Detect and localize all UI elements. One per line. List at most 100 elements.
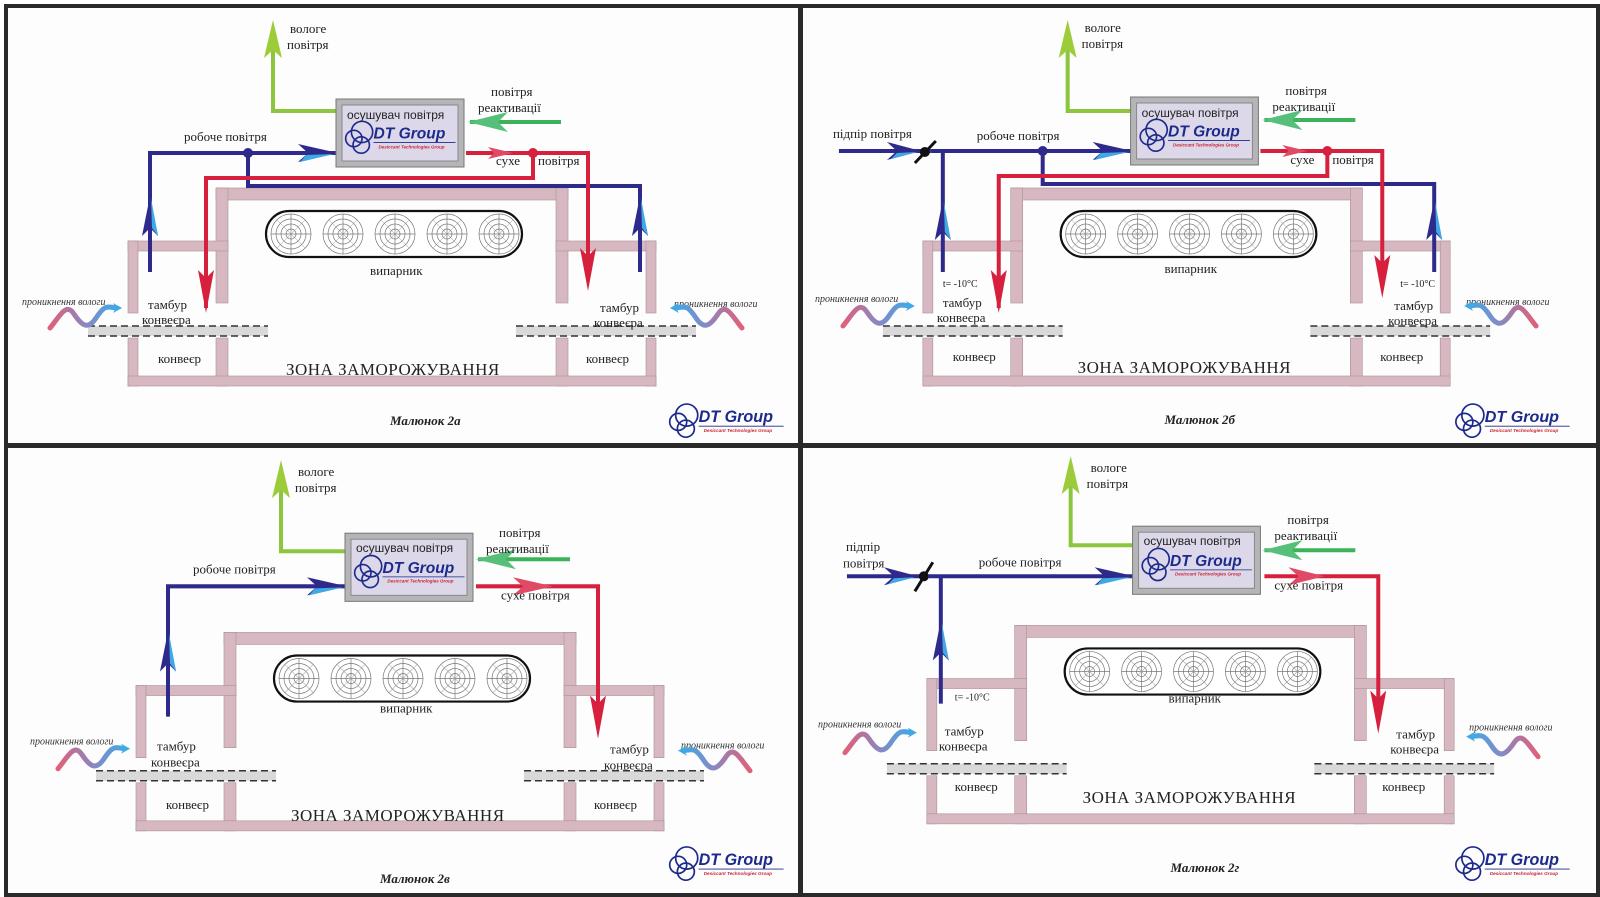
logo-circle-icon <box>1147 547 1171 571</box>
chamber-wall <box>135 820 665 832</box>
makeup-air-label: підпір повітря <box>833 126 912 141</box>
fan-icon <box>270 213 312 255</box>
moisture-wave-right <box>1466 731 1541 760</box>
moisture-wave-path <box>840 302 912 329</box>
junction-icon <box>1037 146 1048 156</box>
figure-caption: Малюнок 2б <box>1164 412 1236 427</box>
wet-air-label: вологе <box>1091 460 1127 475</box>
freezing-zone-label: ЗОНА ЗАМОРОЖУВАННЯ <box>286 360 500 379</box>
chamber-wall <box>653 685 665 759</box>
working-air-label: робоче повітря <box>977 128 1060 143</box>
working-air-duct <box>148 151 336 272</box>
reactivation-label: повітря <box>1287 512 1328 527</box>
conveyor-right-label: конвеєр <box>1380 349 1423 364</box>
conveyor-belt-right <box>516 325 696 337</box>
logo-tagline-text: Desiccant Technologies Group <box>1175 572 1241 577</box>
reactivation-label-2: реактивації <box>1274 528 1337 543</box>
reactivation-arrow-icon <box>1262 540 1303 561</box>
logo-circle-icon <box>361 570 380 589</box>
fan-icon <box>1069 651 1110 692</box>
down-arrow-left-icon <box>990 270 1007 313</box>
logo-circle-icon <box>352 136 371 155</box>
evaporator-label: випарник <box>1165 261 1218 276</box>
figure-caption: Малюнок 2а <box>389 413 461 428</box>
evaporator <box>1063 647 1322 696</box>
dry-junction-icon <box>528 148 538 158</box>
panel-2a: вологе повітря повітря реактивації робоч… <box>8 8 798 443</box>
moisture-right-label: проникнення вологи <box>1466 297 1549 308</box>
makeup-air-label: підпір <box>846 539 880 554</box>
moisture-right-label: проникнення вологи <box>1469 723 1552 734</box>
logo-brand-text: DT Group <box>1485 408 1559 426</box>
chamber-wall <box>645 240 657 314</box>
moisture-wave-path <box>55 745 127 772</box>
conveyor-left-label: конвеєр <box>158 351 201 366</box>
unit-face <box>1136 102 1253 160</box>
fan-icon <box>1221 213 1262 255</box>
chamber-wall <box>127 240 229 252</box>
chamber <box>127 187 657 387</box>
working-air-label: робоче повітря <box>979 554 1062 569</box>
freezing-zone-label: ЗОНА ЗАМОРОЖУВАННЯ <box>291 806 505 825</box>
belt-surface <box>524 770 704 781</box>
moisture-left-label: проникнення вологи <box>22 297 105 308</box>
conveyor-left-label: конвеєр <box>166 797 209 812</box>
moisture-right-label: проникнення вологи <box>674 299 757 310</box>
logo-circle-icon <box>1148 563 1167 582</box>
dry-air-branch <box>996 151 1330 308</box>
fan-icon <box>1225 651 1266 692</box>
reactivation-label: повітря <box>491 84 533 99</box>
conveyor-belt-right <box>1314 762 1495 775</box>
logo-circle-icon <box>1460 846 1485 870</box>
dehumidifier-label: осушувач повітря <box>356 541 453 555</box>
chamber-wall <box>926 813 1455 825</box>
chamber-wall <box>922 375 1451 387</box>
damper-icon <box>913 139 937 165</box>
moisture-wave-left <box>55 743 130 772</box>
chamber-wall <box>127 240 139 314</box>
reactivation-label-2: реактивації <box>1272 99 1335 114</box>
fan-icon <box>426 213 468 255</box>
evaporator-label: випарник <box>370 263 423 278</box>
wet-air-label-2: повітря <box>295 480 336 495</box>
fan-icon <box>278 658 320 699</box>
moisture-wave-left <box>840 301 915 329</box>
logo-circle-icon <box>359 554 383 578</box>
working-air-arrow-highlight-icon <box>1096 577 1131 586</box>
logo-circle-icon <box>1460 403 1485 428</box>
dry-air-arrow-icon <box>1288 567 1325 586</box>
moisture-wave-left <box>842 727 917 756</box>
down-arrow-left-icon <box>198 270 214 313</box>
logo-brand-text: DT Group <box>699 851 774 869</box>
working-air-arrow-highlight-icon <box>300 154 334 162</box>
fan-icon <box>1169 213 1210 255</box>
working-air-arrow-highlight-icon <box>309 587 343 596</box>
logo-circle-icon <box>674 403 699 428</box>
chamber-wall <box>135 685 147 759</box>
moisture-wave-path <box>681 747 753 774</box>
logo-circle-icon <box>1146 134 1165 153</box>
logo-tagline-text: Desiccant Technologies Group <box>1173 142 1239 147</box>
moisture-arrow-icon <box>907 727 917 738</box>
vestibule-left-label-2: конвеєра <box>939 739 988 754</box>
moisture-wave-path <box>1467 302 1539 329</box>
chamber <box>135 632 665 832</box>
working-air-branch <box>246 153 642 272</box>
logo-tagline-text: Desiccant Technologies Group <box>1490 871 1558 876</box>
dry-air-label: сухе повітря <box>1274 577 1343 592</box>
dry-air-label-2: повітря <box>1332 152 1373 167</box>
unit-face <box>350 538 468 596</box>
fan-icon <box>1065 213 1106 255</box>
moisture-wave-path <box>1469 733 1541 760</box>
vestibule-left-label-2: конвеєра <box>142 312 191 327</box>
down-arrow-right-icon <box>1370 690 1387 734</box>
wet-air-label-2: повітря <box>1082 36 1123 51</box>
conveyor-right-label: конвеєр <box>1382 779 1425 794</box>
conveyor-belt-right <box>1310 325 1491 337</box>
